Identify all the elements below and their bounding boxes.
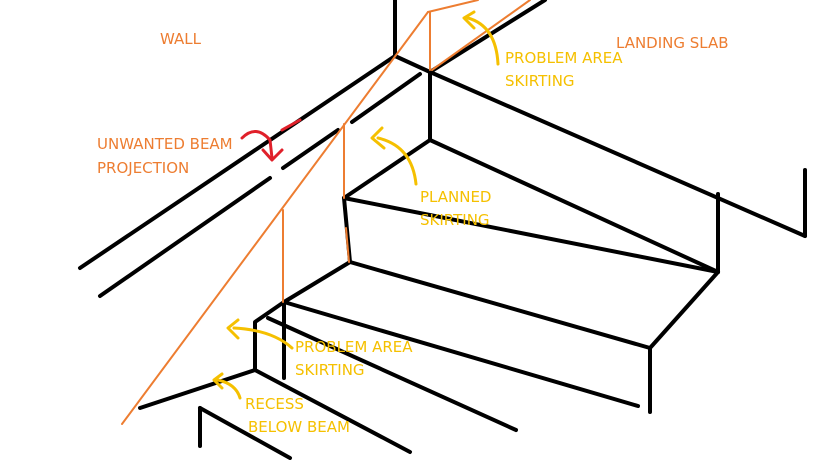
wall-lower-line-a [98, 176, 272, 298]
label-unwanted-beam-2: PROJECTION [97, 159, 189, 177]
arrow-problem-bottom-head [226, 318, 240, 340]
arrow-problem-top [466, 16, 500, 66]
label-landing-slab: LANDING SLAB [616, 34, 729, 52]
annotation-arrows [212, 10, 500, 400]
second-step-front [342, 196, 720, 274]
label-planned-skirting-1: PLANNED [420, 188, 491, 206]
red-tick [280, 118, 302, 132]
label-problem-area-top-2: SKIRTING [505, 72, 575, 90]
label-problem-area-bottom-2: SKIRTING [295, 361, 365, 379]
lower-landing-line [138, 368, 257, 410]
wall-lower-line-b [281, 128, 340, 170]
diagram-labels: WALL LANDING SLAB PROBLEM AREA SKIRTING … [97, 30, 729, 436]
label-planned-skirting-2: SKIRTING [420, 211, 490, 229]
label-unwanted-beam-1: UNWANTED BEAM [97, 135, 233, 153]
label-problem-area-bottom-1: PROBLEM AREA [295, 338, 413, 356]
red-arrow-head [261, 148, 284, 162]
arrow-problem-bottom [232, 326, 294, 350]
arrow-recess [216, 378, 242, 400]
label-problem-area-top-1: PROBLEM AREA [505, 49, 623, 67]
fifth-step-front [266, 316, 518, 432]
skirting-mid-riser [345, 227, 350, 263]
beam-projection-arrow [240, 118, 302, 162]
arrow-problem-top-head [462, 10, 476, 30]
skirting-upper-diagonal [427, 0, 479, 13]
red-arrow-curve [240, 130, 274, 160]
skirting-long-diagonal [121, 11, 429, 425]
arrow-recess-head [212, 372, 224, 390]
stair-structure [78, 0, 807, 460]
third-tread-right [648, 270, 720, 350]
arrow-planned [376, 136, 418, 186]
second-tread-left [342, 138, 432, 200]
wall-lower-line-c [350, 72, 422, 124]
fifth-tread-left [253, 300, 286, 372]
lower-step-line [253, 368, 412, 454]
top-step-nosing [428, 70, 807, 238]
third-tread-left [282, 260, 352, 304]
second-tread-right [428, 138, 720, 274]
label-wall: WALL [160, 30, 202, 48]
landing-slab-edge [428, 0, 547, 74]
label-recess-1: RECESS [245, 395, 304, 413]
skirting-lines [121, 0, 531, 425]
arrow-planned-head [370, 126, 386, 150]
bottom-step-top [198, 406, 292, 460]
third-step-front [348, 260, 652, 350]
skirting-top-diagonal [431, 0, 531, 71]
fourth-step-front [282, 300, 640, 408]
label-recess-2: BELOW BEAM [248, 418, 350, 436]
